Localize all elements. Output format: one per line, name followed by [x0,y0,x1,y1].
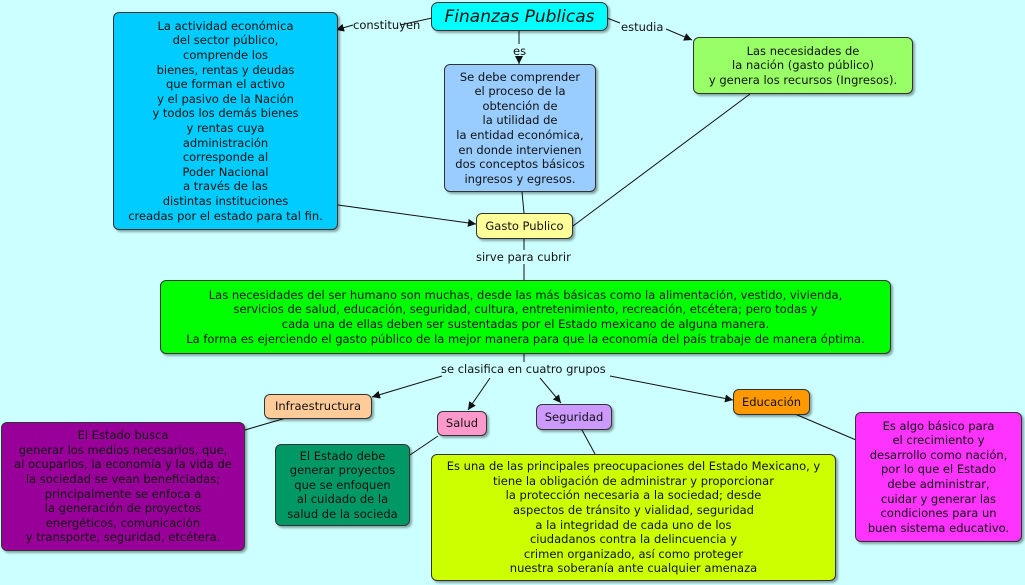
activity-node[interactable]: La actividad económica del sector públic… [113,12,338,230]
gasto-publico-node[interactable]: Gasto Publico [476,213,573,239]
human-needs-node[interactable]: Las necesidades del ser humano son mucha… [160,280,891,354]
line-seguridad-desc [581,429,596,455]
line-title-estudia [606,17,621,24]
line-salud-desc [409,435,439,456]
process-node[interactable]: Se debe comprender el proceso de la obte… [444,64,596,192]
line-clasifica-seguridad [539,377,562,404]
line-clasifica-educacion [609,375,734,403]
line-needs-gasto [572,93,751,227]
salud-desc-node[interactable]: El Estado debe generar proyectos que se … [275,444,410,526]
link-label-es: es [513,44,527,58]
link-label-constituyen: constituyen [353,18,421,32]
link-label-sirve: sirve para cubrir [476,250,571,264]
educacion-node[interactable]: Educación [733,389,810,415]
salud-node[interactable]: Salud [437,411,487,436]
title-node[interactable]: Finanzas Publicas [431,2,608,31]
needs-node[interactable]: Las necesidades de la nación (gasto públ… [693,37,913,94]
line-title-constituyen [399,17,433,26]
educacion-desc-node[interactable]: Es algo básico para el crecimiento y des… [855,412,1022,542]
line-educacion-desc [794,413,857,441]
line-infra-desc [237,417,287,433]
line-constituyen-activity [335,23,354,32]
line-clasifica-infra [371,375,443,399]
line-process-gasto [521,191,525,214]
link-label-estudia: estudia [621,20,664,34]
seguridad-desc-node[interactable]: Es una de las principales preocupaciones… [431,454,836,581]
infraestructura-desc-node[interactable]: El Estado busca generar los medios neces… [1,422,245,551]
line-clasifica-salud [467,377,491,411]
link-label-clasifica: se clasifica en cuatro grupos [441,362,606,376]
infraestructura-node[interactable]: Infraestructura [264,394,372,419]
line-activity-gasto [337,204,477,227]
seguridad-node[interactable]: Seguridad [536,404,612,430]
line-estudia-needs [665,28,693,41]
